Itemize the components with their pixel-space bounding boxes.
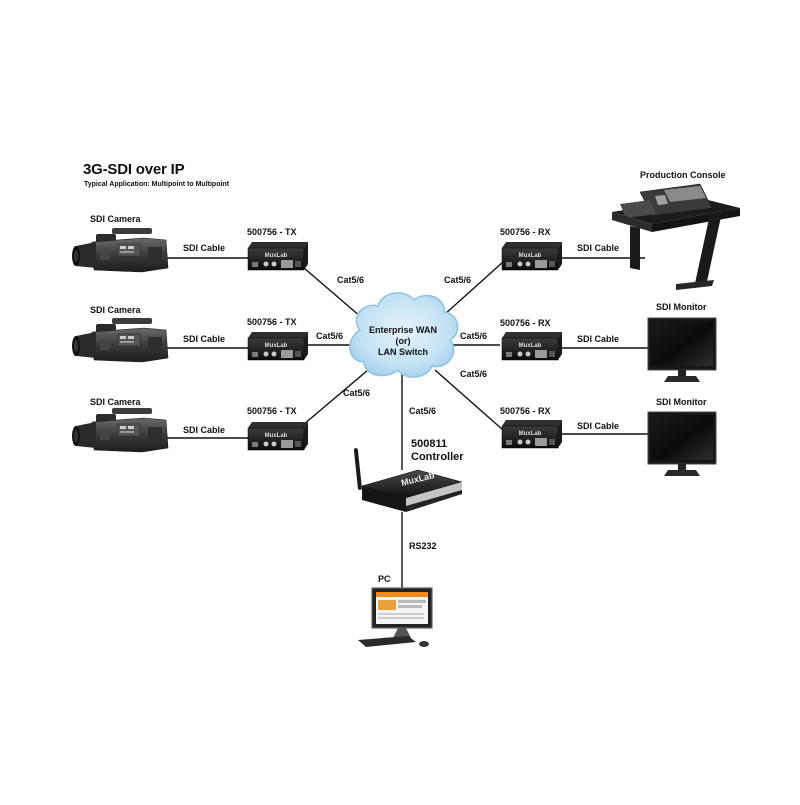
connection-lines (156, 257, 648, 590)
tx-extender: MuxLab (247, 421, 309, 451)
rx-extender: MuxLab (501, 331, 563, 361)
rx-extender: MuxLab (501, 241, 563, 271)
sdi-monitor (647, 411, 717, 477)
camera-label: SDI Camera (90, 397, 141, 407)
sdi-cable-label: SDI Cable (183, 425, 226, 435)
network-label-line: Enterprise WAN (368, 325, 437, 335)
sdi-cable-label: SDI Cable (577, 243, 620, 253)
page-title: 3G-SDI over IP (83, 161, 185, 178)
rx-extender: MuxLab (501, 419, 563, 449)
sdi-monitor-label: SDI Monitor (656, 302, 707, 312)
production-console-label: Production Console (640, 170, 726, 180)
extender-brand-logo: MuxLab (519, 253, 542, 259)
sdi-cable-label: SDI Cable (577, 334, 620, 344)
extender-brand-logo: MuxLab (265, 343, 288, 349)
tx-label: 500756 - TX (247, 227, 297, 237)
sdi-cable-label: SDI Cable (183, 243, 226, 253)
camera-label: SDI Camera (90, 305, 141, 315)
cat-link-line (434, 369, 504, 431)
controller-device: MuxLab (353, 448, 463, 512)
controller-name: Controller (411, 451, 464, 463)
sdi-monitor-label: SDI Monitor (656, 397, 707, 407)
network-cloud (349, 292, 459, 378)
rx-label: 500756 - RX (500, 227, 551, 237)
rx-label: 500756 - RX (500, 318, 551, 328)
pc-label: PC (378, 574, 391, 584)
tx-extender: MuxLab (247, 241, 309, 271)
sdi-camera (71, 317, 169, 363)
tx-label: 500756 - TX (247, 317, 297, 327)
sdi-monitor (647, 317, 717, 383)
sdi-camera (71, 407, 169, 453)
tx-extender: MuxLab (247, 331, 309, 361)
sdi-cable-label: SDI Cable (577, 421, 620, 431)
cat-link-label: Cat5/6 (460, 369, 488, 379)
rx-label: 500756 - RX (500, 406, 551, 416)
network-label: Enterprise WAN (or) LAN Switch (361, 325, 445, 358)
page-subtitle: Typical Application: Multipoint to Multi… (84, 181, 230, 188)
cat-link-line (296, 261, 369, 324)
cat-link-label: Cat5/6 (343, 388, 371, 398)
controller-label: 500811 Controller (411, 438, 464, 464)
cat-link-label: Cat5/6 (337, 275, 365, 285)
tx-label: 500756 - TX (247, 406, 297, 416)
cat-link-label: Cat5/6 (444, 275, 472, 285)
cat-link-label: Cat5/6 (409, 406, 437, 416)
sdi-cable-label: SDI Cable (183, 334, 226, 344)
cat-link-label: Cat5/6 (316, 331, 344, 341)
camera-label: SDI Camera (90, 214, 141, 224)
sdi-camera (71, 227, 169, 273)
network-label-line: (or) (395, 336, 411, 346)
extender-brand-logo: MuxLab (519, 343, 542, 349)
extender-brand-logo: MuxLab (519, 431, 542, 437)
extender-brand-logo: MuxLab (265, 433, 288, 439)
pc-computer (358, 587, 433, 647)
production-console (612, 183, 740, 290)
rs232-label: RS232 (409, 541, 437, 551)
network-label-line: LAN Switch (377, 347, 428, 357)
cat-link-line (296, 369, 369, 431)
extender-brand-logo: MuxLab (265, 253, 288, 259)
cat-link-label: Cat5/6 (460, 331, 488, 341)
controller-model: 500811 (411, 438, 448, 450)
